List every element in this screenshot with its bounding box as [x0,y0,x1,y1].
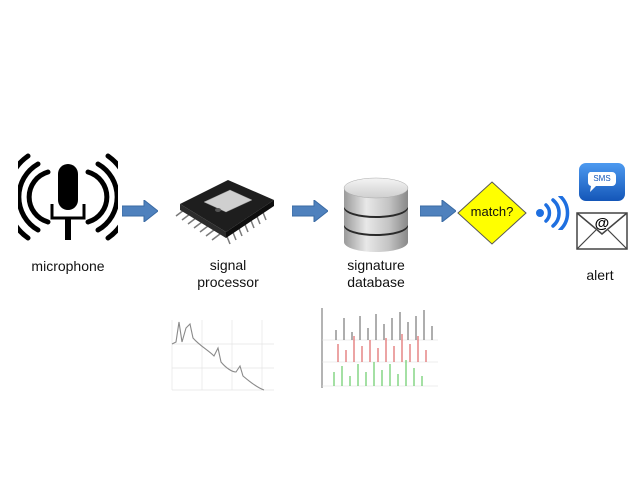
decision-diamond [457,181,527,245]
alert-label: alert [586,267,614,283]
chip-icon [175,180,274,245]
flow-arrow [292,200,328,222]
wireless-signal-icon [536,196,570,230]
signature-peaks-plot [316,306,442,390]
signature-database-label: signature database [347,257,405,290]
database-icon [343,177,409,252]
microphone-icon [18,153,118,241]
flow-arrow [420,200,456,222]
signal-processor-node [170,172,280,250]
microphone-node [18,152,118,252]
email-at-symbol: @ [594,215,610,232]
signal-processor-label: signal processor [197,257,259,290]
email-icon: @ [576,212,628,250]
match-decision-node: match? [456,180,528,246]
microphone-label: microphone [31,258,105,274]
sms-icon: SMS [578,162,626,202]
wireless-signal-node [532,196,572,230]
signature-database-node [340,172,412,256]
sms-text: SMS [593,174,611,183]
spectrum-plot [166,316,276,394]
flow-arrow [122,200,158,222]
alert-node: SMS @ [574,160,630,256]
match-decision-label: match? [470,204,514,219]
